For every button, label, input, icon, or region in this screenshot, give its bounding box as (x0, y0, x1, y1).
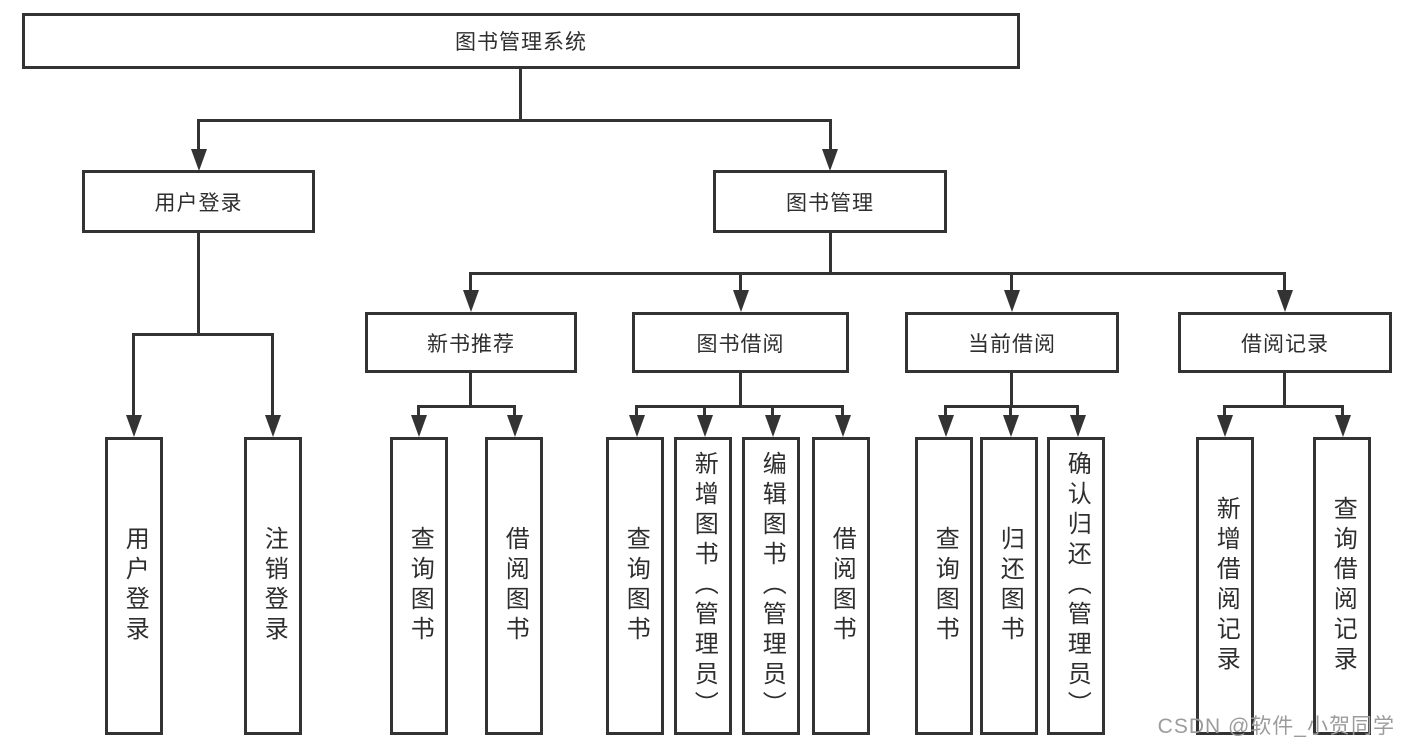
connector-vline (513, 405, 516, 417)
connector-vline (1283, 373, 1286, 408)
leaf-borrowing-edit-books-admin: 编辑图书（管理员） (742, 437, 800, 735)
connector-vline (829, 233, 832, 275)
node-library-management-system: 图书管理系统 (22, 13, 1020, 69)
connector-hline (469, 272, 1286, 275)
connector-vline (197, 119, 200, 151)
connector-hline (417, 405, 516, 408)
leaf-borrowing-add-books-admin: 新增图书（管理员） (674, 437, 732, 735)
connector-vline (1341, 405, 1344, 417)
leaf-user-login: 用户登录 (105, 437, 163, 735)
node-label: 借阅图书 (501, 526, 529, 646)
node-label: 借阅图书 (828, 526, 856, 646)
connector-vline (739, 373, 742, 408)
connector-vline (1223, 405, 1226, 417)
arrowhead (1277, 290, 1293, 312)
node-label: 新增图书（管理员） (690, 451, 718, 721)
leaf-newbook-borrow-books: 借阅图书 (485, 437, 543, 735)
node-label: 借阅记录 (1241, 332, 1329, 356)
node-label: 当前借阅 (968, 332, 1056, 356)
node-label: 归还图书 (996, 526, 1024, 646)
node-label: 注销登录 (260, 526, 288, 646)
connector-vline (519, 69, 522, 122)
connector-vline (197, 233, 200, 336)
leaf-current-query-books: 查询图书 (915, 437, 973, 735)
connector-vline (1009, 405, 1012, 417)
connector-vline (1010, 272, 1013, 292)
node-label: 查询图书 (622, 526, 650, 646)
leaf-current-return-books: 归还图书 (980, 437, 1038, 735)
connector-hline (132, 333, 274, 336)
node-label: 新增借阅记录 (1212, 496, 1240, 676)
node-label: 图书借阅 (696, 332, 785, 356)
leaf-newbook-query-books: 查询图书 (390, 437, 448, 735)
node-book-management: 图书管理 (713, 170, 947, 233)
arrowhead (1335, 415, 1351, 437)
arrowhead (938, 415, 954, 437)
node-book-borrowing: 图书借阅 (632, 312, 849, 373)
node-label: 用户登录 (121, 526, 149, 646)
connector-vline (771, 405, 774, 417)
arrowhead (822, 149, 838, 171)
arrowhead (629, 415, 645, 437)
connector-hline (197, 119, 832, 122)
leaf-borrowing-borrow-books: 借阅图书 (812, 437, 870, 735)
node-label: 用户登录 (154, 191, 243, 215)
node-label: 新书推荐 (427, 332, 515, 356)
node-label: 图书管理 (786, 191, 874, 215)
arrowhead (126, 415, 142, 437)
connector-vline (841, 405, 844, 417)
connector-vline (469, 272, 472, 292)
connector-vline (829, 119, 832, 151)
leaf-records-add-borrow-record: 新增借阅记录 (1196, 437, 1254, 735)
connector-vline (703, 405, 706, 417)
connector-vline (1283, 272, 1286, 292)
node-label: 图书管理系统 (455, 31, 587, 54)
connector-vline (1076, 405, 1079, 417)
connector-vline (944, 405, 947, 417)
arrowhead (191, 149, 207, 171)
connector-vline (132, 333, 135, 417)
leaf-logout: 注销登录 (244, 437, 302, 735)
connector-vline (1010, 373, 1013, 408)
node-current-borrowing: 当前借阅 (905, 312, 1119, 373)
arrowhead (1070, 415, 1086, 437)
node-label: 查询借阅记录 (1329, 496, 1357, 676)
node-label: 查询图书 (406, 526, 434, 646)
arrowhead (1004, 290, 1020, 312)
arrowhead (1003, 415, 1019, 437)
leaf-borrowing-query-books: 查询图书 (606, 437, 664, 735)
connector-vline (469, 373, 472, 408)
connector-hline (635, 405, 844, 408)
arrowhead (733, 290, 749, 312)
node-label: 编辑图书（管理员） (758, 451, 786, 721)
leaf-records-query-borrow-record: 查询借阅记录 (1313, 437, 1371, 735)
node-label: 确认归还（管理员） (1063, 451, 1091, 721)
connector-vline (271, 333, 274, 417)
node-borrow-records: 借阅记录 (1178, 312, 1392, 373)
connector-hline (1223, 405, 1344, 408)
arrowhead (265, 415, 281, 437)
arrowhead (507, 415, 523, 437)
arrowhead (411, 415, 427, 437)
leaf-current-confirm-return-admin: 确认归还（管理员） (1047, 437, 1105, 735)
node-label: 查询图书 (931, 526, 959, 646)
node-new-book-recommend: 新书推荐 (365, 312, 577, 373)
node-user-login-group: 用户登录 (82, 170, 315, 233)
connector-vline (417, 405, 420, 417)
connector-vline (635, 405, 638, 417)
arrowhead (463, 290, 479, 312)
csdn-watermark: CSDN @软件_小贺同学 (1157, 715, 1395, 738)
arrowhead (1217, 415, 1233, 437)
connector-vline (739, 272, 742, 292)
arrowhead (697, 415, 713, 437)
arrowhead (765, 415, 781, 437)
arrowhead (835, 415, 851, 437)
